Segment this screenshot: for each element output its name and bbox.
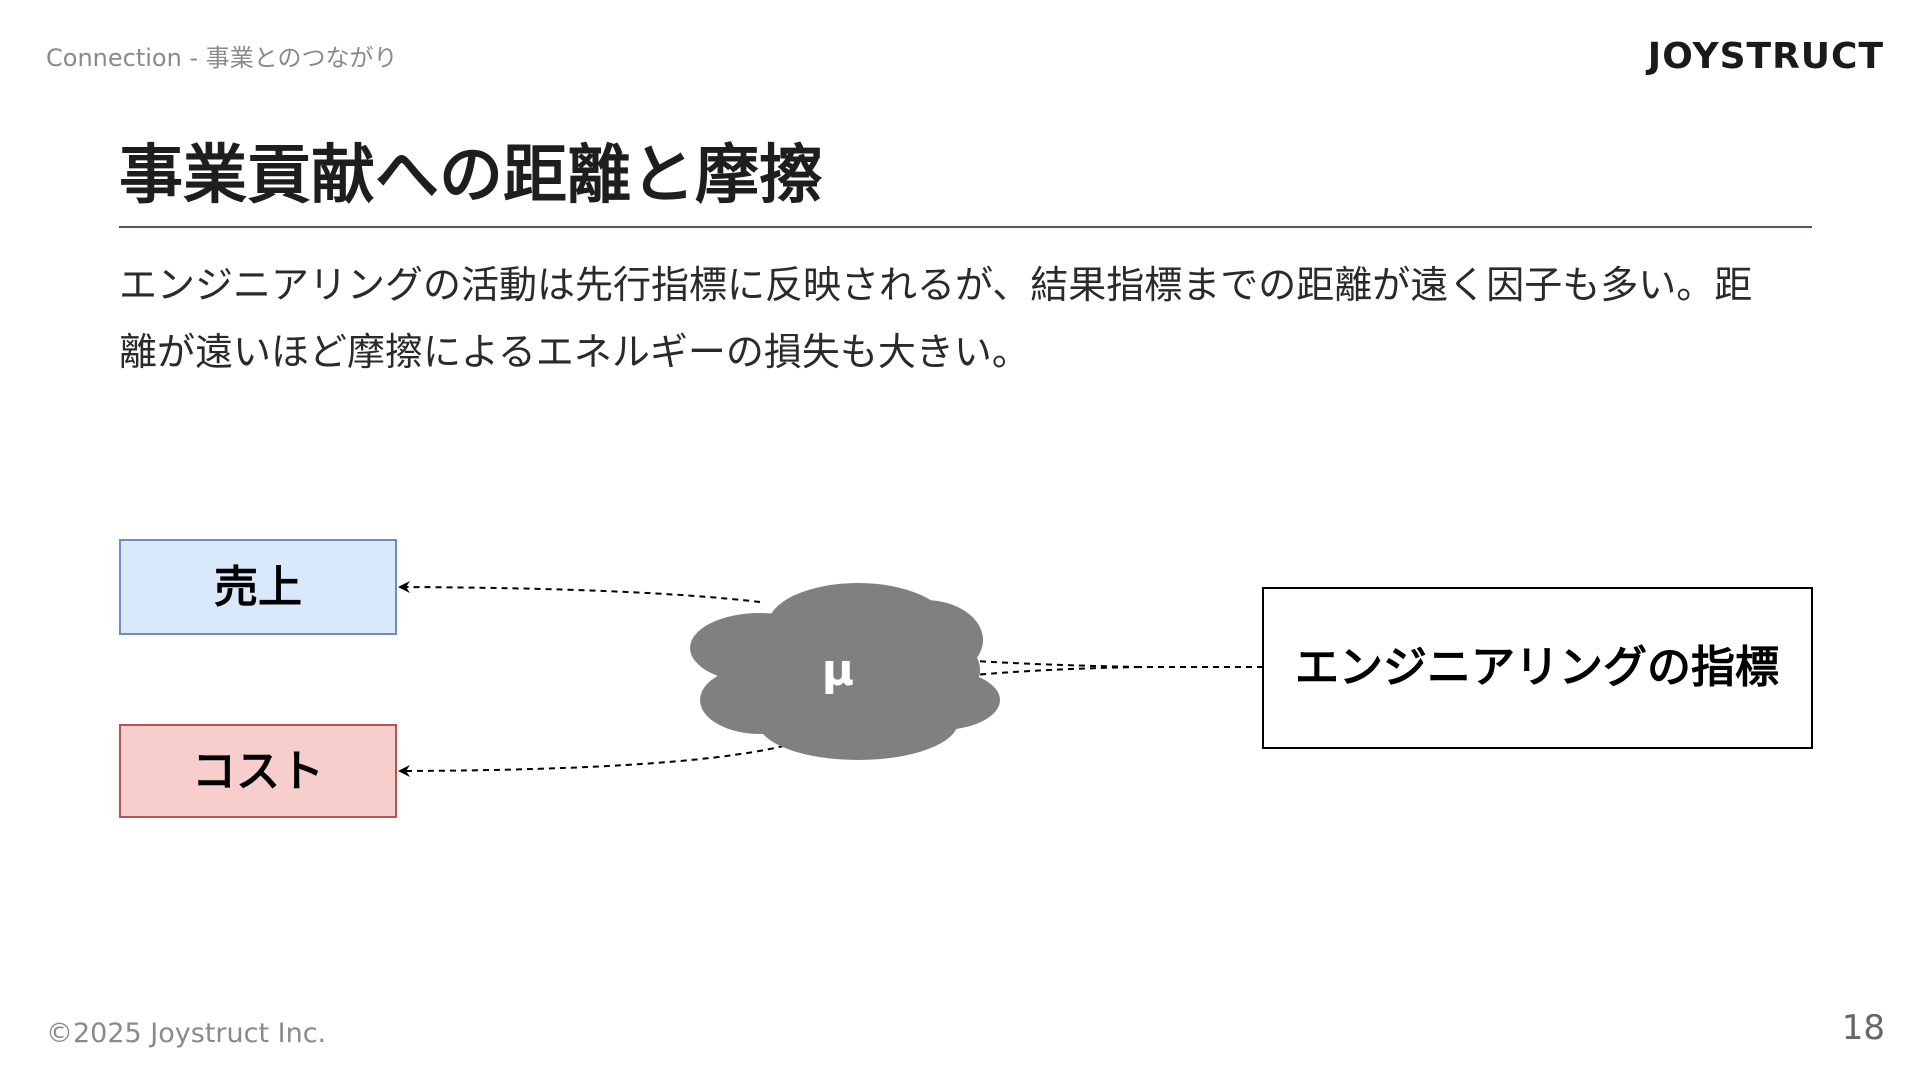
cloud-mu-label: μ xyxy=(822,645,854,696)
engineering-to-cloud-line-2 xyxy=(974,660,1141,668)
company-logo: JOYSTRUCT xyxy=(1647,36,1884,77)
cloud-to-sales-arrow xyxy=(398,581,761,603)
engineering-to-cloud-line-3 xyxy=(974,666,1141,676)
sales-label: 売上 xyxy=(214,562,302,613)
slide-title: 事業貢献への距離と摩擦 xyxy=(119,139,823,213)
cost-label: コスト xyxy=(192,746,324,797)
cloud-to-cost-arrow xyxy=(398,742,796,777)
title-divider xyxy=(119,226,1812,228)
breadcrumb: Connection - 事業とのつながり xyxy=(46,44,398,72)
engineering-metrics-box xyxy=(1262,587,1813,749)
connector-lines xyxy=(398,581,1263,777)
slide-body-text: エンジニアリングの活動は先行指標に反映されるが、結果指標までの距離が遠く因子も多… xyxy=(119,263,1753,374)
friction-cloud xyxy=(690,583,1000,760)
cost-box xyxy=(119,724,397,818)
engineering-metrics-label: エンジニアリングの指標 xyxy=(1295,642,1779,693)
copyright-text: ©2025 Joystruct Inc. xyxy=(46,1018,327,1049)
page-number: 18 xyxy=(1841,1008,1885,1048)
sales-box xyxy=(119,539,397,635)
